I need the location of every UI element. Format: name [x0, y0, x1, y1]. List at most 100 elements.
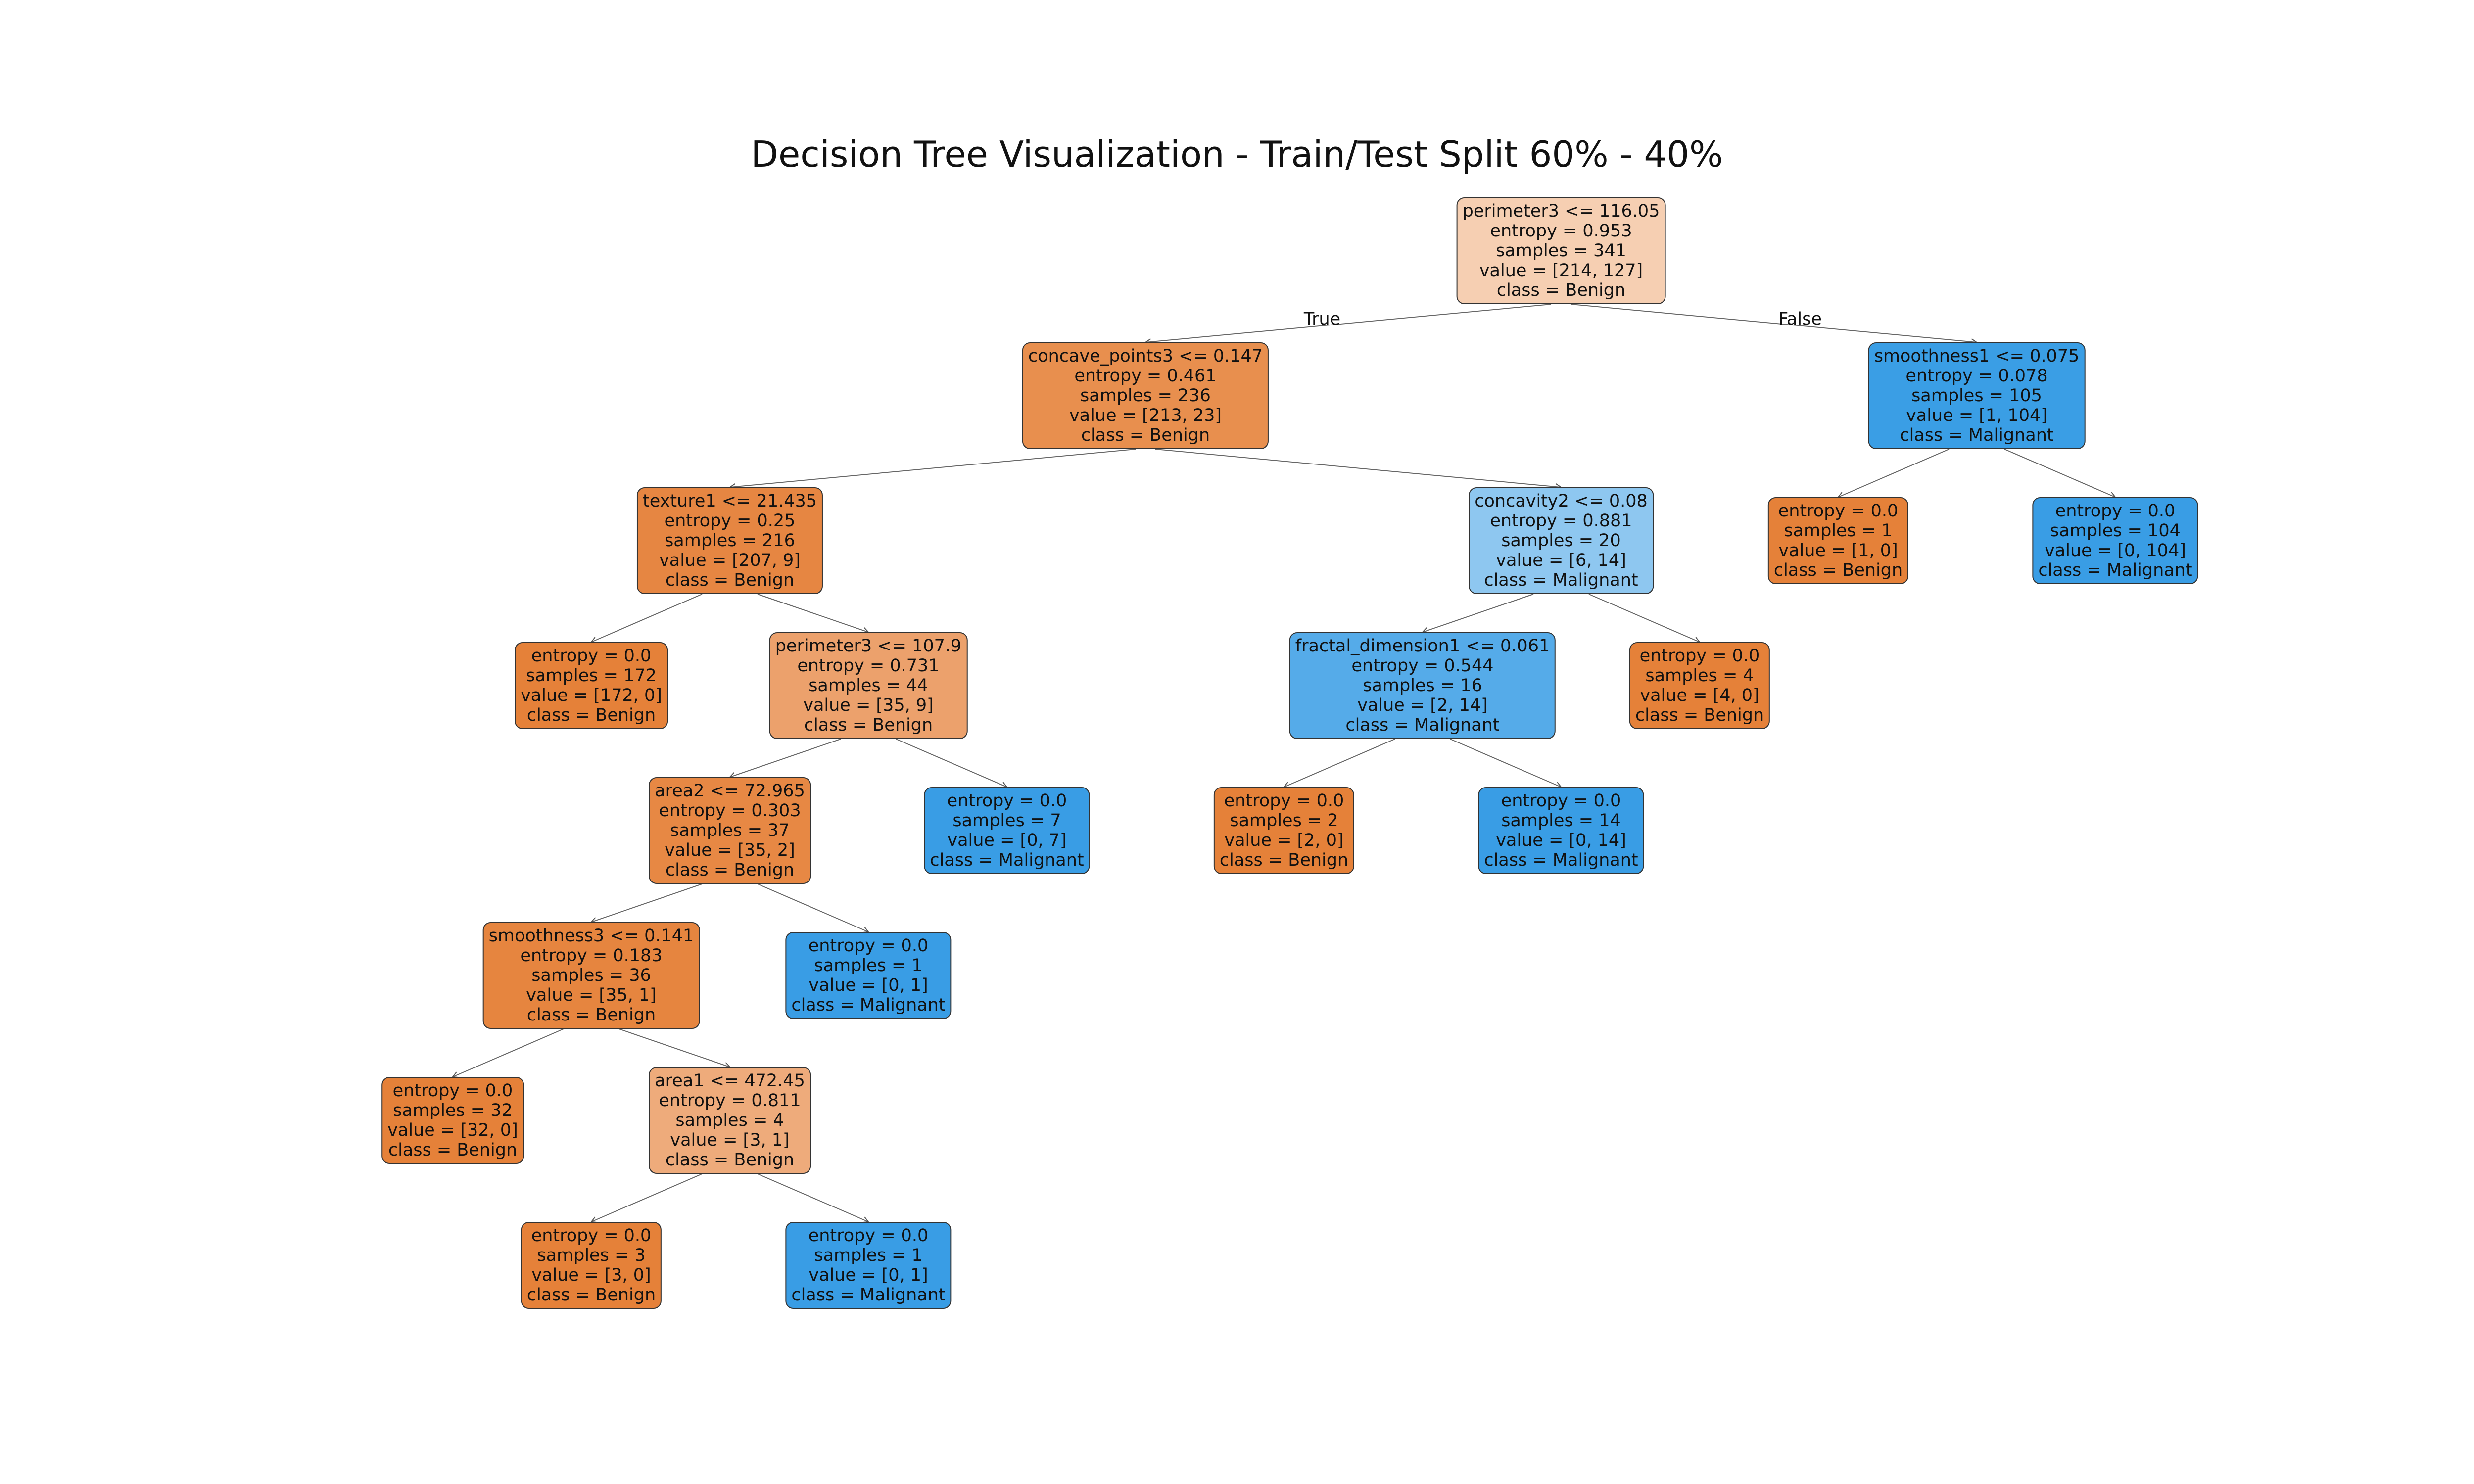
node-text-line: samples = 3: [537, 1246, 646, 1265]
node-text-line: samples = 36: [531, 966, 651, 985]
node-text-line: class = Benign: [526, 1005, 656, 1025]
edge-n9-n14: [1450, 739, 1561, 787]
node-text-line: samples = 32: [393, 1101, 513, 1120]
node-text-line: concave_points3 <= 0.147: [1028, 346, 1263, 366]
node-text-line: entropy = 0.811: [659, 1091, 801, 1111]
node-text-line: value = [35, 1]: [526, 985, 657, 1005]
edge-n8-n12: [896, 739, 1007, 787]
node-text-line: value = [2, 0]: [1224, 831, 1344, 850]
edge-n1-n3: [730, 449, 1136, 487]
node-text-line: samples = 7: [952, 811, 1061, 831]
node-text-line: class = Benign: [526, 1285, 656, 1305]
node-text-line: samples = 20: [1501, 531, 1621, 551]
node-text-line: entropy = 0.461: [1074, 366, 1217, 386]
node-text-line: entropy = 0.731: [797, 656, 940, 676]
node-text-line: class = Malignant: [1900, 425, 2054, 445]
node-text-line: perimeter3 <= 116.05: [1462, 201, 1660, 221]
node-text-line: entropy = 0.0: [531, 646, 652, 666]
edge-n4-n10: [1588, 594, 1700, 642]
node-text-line: entropy = 0.0: [947, 791, 1067, 811]
node-text-line: entropy = 0.0: [1778, 501, 1899, 521]
edge-n2-n5: [1838, 449, 1950, 497]
node-text-line: perimeter3 <= 107.9: [775, 636, 962, 656]
node-text-line: value = [2, 14]: [1357, 696, 1488, 715]
node-text-line: entropy = 0.881: [1490, 511, 1632, 531]
edge-n15-n17: [453, 1028, 564, 1077]
node-text-line: class = Benign: [665, 860, 795, 880]
node-text-line: area2 <= 72.965: [655, 781, 805, 801]
edge-n0-n2: [1570, 304, 1977, 342]
node-text-line: entropy = 0.0: [1501, 791, 1621, 811]
node-text-line: value = [213, 23]: [1069, 406, 1222, 425]
node-text-line: value = [32, 0]: [387, 1120, 518, 1140]
node-text-line: value = [0, 104]: [2045, 541, 2186, 560]
node-text-line: class = Benign: [388, 1140, 518, 1160]
node-text-line: samples = 37: [670, 821, 790, 840]
node-text-line: samples = 16: [1363, 676, 1482, 696]
node-text-line: value = [1, 104]: [1906, 406, 2047, 425]
node-text-line: class = Malignant: [1484, 570, 1638, 590]
node-text-line: value = [4, 0]: [1640, 686, 1760, 705]
node-text-line: value = [0, 14]: [1496, 831, 1626, 850]
node-text-line: entropy = 0.0: [808, 936, 929, 956]
diagram-title: Decision Tree Visualization - Train/Test…: [751, 134, 1723, 175]
node-text-line: class = Malignant: [2038, 560, 2192, 580]
edge-n3-n7: [591, 594, 703, 642]
node-text-line: value = [214, 127]: [1479, 261, 1643, 280]
node-text-line: value = [207, 9]: [659, 551, 801, 570]
node-text-line: class = Malignant: [1484, 850, 1638, 870]
node-text-line: samples = 216: [665, 531, 795, 551]
edge-n15-n18: [618, 1028, 730, 1067]
node-text-line: samples = 1: [814, 956, 923, 975]
node-text-line: samples = 236: [1080, 386, 1211, 406]
node-text-line: samples = 104: [2050, 521, 2181, 541]
node-text-line: class = Benign: [1773, 560, 1903, 580]
node-text-line: class = Malignant: [791, 995, 946, 1015]
node-text-line: value = [35, 9]: [803, 696, 934, 715]
node-text-line: samples = 172: [526, 666, 657, 686]
node-text-line: value = [0, 1]: [809, 1265, 928, 1285]
node-text-line: value = [3, 1]: [670, 1130, 790, 1150]
node-text-line: samples = 4: [675, 1111, 784, 1130]
node-text-line: class = Benign: [1496, 280, 1626, 300]
edge-n3-n8: [757, 594, 868, 632]
node-text-line: class = Benign: [665, 1150, 795, 1170]
node-text-line: entropy = 0.078: [1905, 366, 2048, 386]
edge-n11-n15: [591, 883, 703, 922]
edge-n11-n16: [757, 883, 868, 932]
node-text-line: value = [3, 0]: [531, 1265, 651, 1285]
node-text-line: smoothness3 <= 0.141: [488, 926, 694, 946]
node-text-line: class = Malignant: [1345, 715, 1500, 735]
edge-n9-n13: [1284, 739, 1395, 787]
node-text-line: samples = 341: [1496, 241, 1626, 261]
edge-n18-n20: [757, 1173, 868, 1222]
node-text-line: class = Benign: [1081, 425, 1210, 445]
node-text-line: area1 <= 472.45: [655, 1071, 805, 1091]
node-text-line: class = Malignant: [930, 850, 1084, 870]
node-text-line: samples = 105: [1911, 386, 2042, 406]
node-text-line: value = [1, 0]: [1778, 541, 1898, 560]
node-text-line: samples = 4: [1645, 666, 1754, 686]
node-text-line: fractal_dimension1 <= 0.061: [1295, 636, 1550, 656]
node-text-line: entropy = 0.0: [531, 1226, 652, 1246]
edge-n2-n6: [2004, 449, 2115, 497]
node-text-line: entropy = 0.0: [1224, 791, 1344, 811]
node-text-line: entropy = 0.303: [659, 801, 801, 821]
edge-label-true: True: [1303, 309, 1341, 329]
